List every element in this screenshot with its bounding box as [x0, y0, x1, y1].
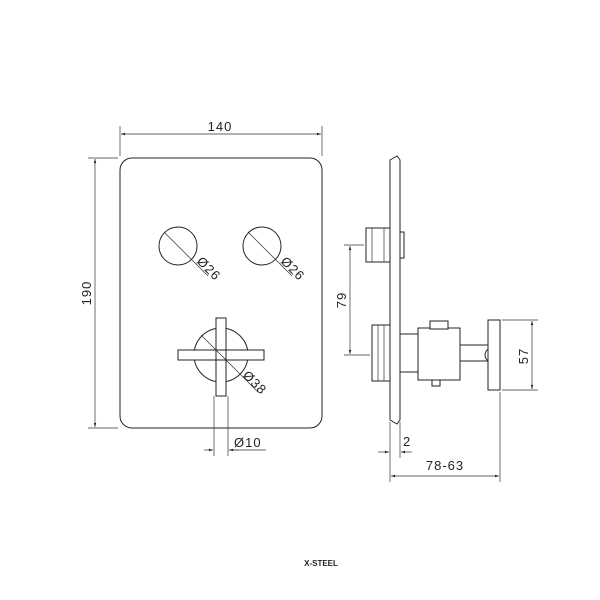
side-button-upper	[365, 227, 405, 263]
left-button-diameter-label: Ø26	[194, 254, 224, 284]
right-button-diameter-label: Ø26	[278, 254, 308, 284]
cover-plate	[119, 157, 323, 429]
knob-height-dimension-label: 57	[516, 348, 531, 364]
width-dimension-label: 140	[208, 119, 233, 134]
front-view: 140 190 Ø26 Ø26 Ø38	[79, 119, 323, 456]
side-plate	[389, 155, 401, 425]
product-caption: X-STEEL	[304, 559, 338, 568]
button-to-handle-dimension-label: 79	[334, 292, 349, 308]
height-dimension-label: 190	[79, 281, 94, 306]
projection-dimension-label: 78-63	[426, 458, 464, 473]
side-view: 79 57 2 78-63	[334, 155, 538, 482]
right-button: Ø26	[242, 226, 308, 284]
handle-diameter-label: Ø38	[240, 368, 270, 398]
cross-handle: Ø38	[177, 317, 270, 398]
stem-dimension-label: Ø10	[234, 435, 262, 450]
left-button: Ø26	[158, 226, 224, 284]
plate-thickness-dimension-label: 2	[403, 434, 411, 449]
side-handle-lower	[371, 319, 501, 391]
